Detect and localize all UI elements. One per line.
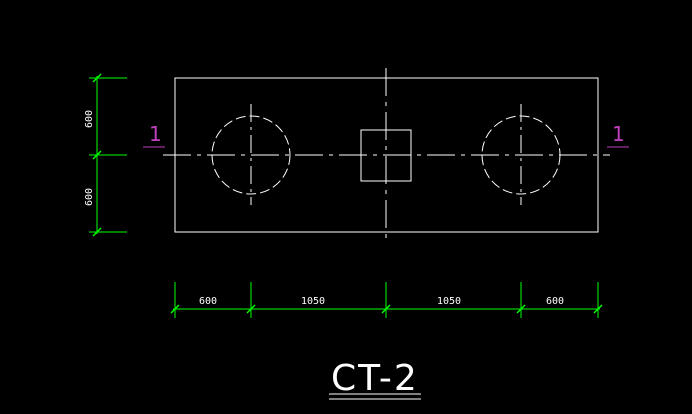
horizontal-dim-tick-5 [593,304,603,314]
horizontal-dim-tick-3 [381,304,391,314]
drawing-title-label: CT-2 [331,358,419,399]
vertical-dim-label-bottom: 600 [84,188,95,206]
left-pile [211,104,291,205]
section-mark-left-label: 1 [149,122,162,146]
horizontal-dimension: 600 1050 1050 600 [170,282,603,318]
horizontal-dim-label-2: 1050 [301,296,325,307]
section-mark-right-label: 1 [612,122,625,146]
vertical-dimension: 600 600 [84,73,127,237]
vertical-dim-tick-bottom [92,227,102,237]
horizontal-dim-tick-1 [170,304,180,314]
drawing-title: CT-2 [329,358,421,400]
section-mark-left: 1 [143,122,165,148]
horizontal-dim-label-4: 600 [546,296,564,307]
right-pile [481,104,561,205]
horizontal-dim-label-1: 600 [199,296,217,307]
vertical-dim-tick-mid [92,150,102,160]
horizontal-dim-tick-2 [246,304,256,314]
vertical-dim-tick-top [92,73,102,83]
section-mark-right: 1 [607,122,629,148]
column-square [360,129,412,182]
horizontal-dim-label-3: 1050 [437,296,461,307]
vertical-dim-label-top: 600 [84,110,95,128]
horizontal-dim-tick-4 [516,304,526,314]
